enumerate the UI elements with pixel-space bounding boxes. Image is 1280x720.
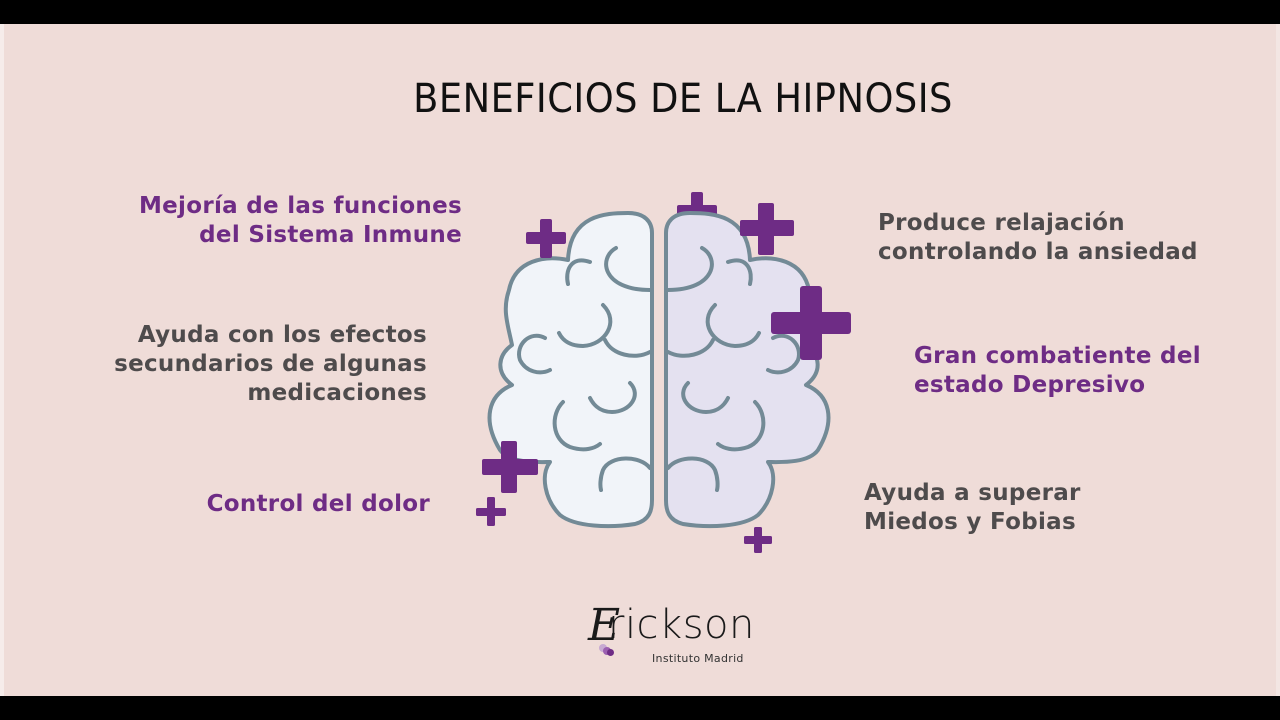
benefit-line: secundarios de algunas bbox=[114, 351, 427, 377]
benefit-line: Control del dolor bbox=[206, 491, 430, 517]
benefit-line: Ayuda a superar bbox=[864, 480, 1081, 506]
brain-left-hemisphere bbox=[487, 211, 654, 529]
benefit-line: del Sistema Inmune bbox=[199, 222, 462, 248]
plus-icon bbox=[744, 527, 772, 553]
benefit-pain-control: Control del dolor bbox=[207, 490, 430, 519]
benefit-line: Mejoría de las funciones bbox=[138, 193, 462, 219]
plus-icon bbox=[476, 497, 506, 526]
plus-icon bbox=[482, 441, 538, 493]
page-title: BENEFICIOS DE LA HIPNOSIS bbox=[413, 76, 953, 122]
erickson-logo: E rickson Instituto Madrid bbox=[588, 600, 788, 676]
benefit-line: estado Depresivo bbox=[914, 372, 1146, 398]
infographic-slide: BENEFICIOS DE LA HIPNOSIS Mejoría de las… bbox=[0, 24, 1280, 696]
benefit-line: controlando la ansiedad bbox=[878, 239, 1198, 265]
benefit-line: Produce relajación bbox=[878, 210, 1125, 236]
benefit-line: Gran combatiente del bbox=[914, 343, 1201, 369]
logo-wordmark: rickson bbox=[608, 602, 755, 648]
plus-icon bbox=[526, 219, 566, 258]
benefit-depression: Gran combatiente del estado Depresivo bbox=[914, 342, 1201, 400]
benefit-side-effects: Ayuda con los efectos secundarios de alg… bbox=[114, 321, 427, 408]
benefit-line: Ayuda con los efectos bbox=[137, 322, 427, 348]
benefit-immune-system: Mejoría de las funciones del Sistema Inm… bbox=[139, 192, 462, 250]
plus-icon bbox=[771, 286, 851, 360]
benefit-line: Miedos y Fobias bbox=[864, 509, 1076, 535]
logo-initial: E bbox=[588, 600, 621, 651]
plus-icon bbox=[740, 203, 794, 255]
logo-dot bbox=[607, 649, 614, 656]
benefit-line: medicaciones bbox=[247, 380, 427, 406]
benefit-relaxation: Produce relajación controlando la ansied… bbox=[878, 209, 1198, 267]
logo-subtitle: Instituto Madrid bbox=[652, 652, 744, 665]
brain-illustration bbox=[476, 192, 851, 553]
brain-right-hemisphere bbox=[664, 211, 831, 529]
benefit-fears-phobias: Ayuda a superar Miedos y Fobias bbox=[864, 479, 1081, 537]
